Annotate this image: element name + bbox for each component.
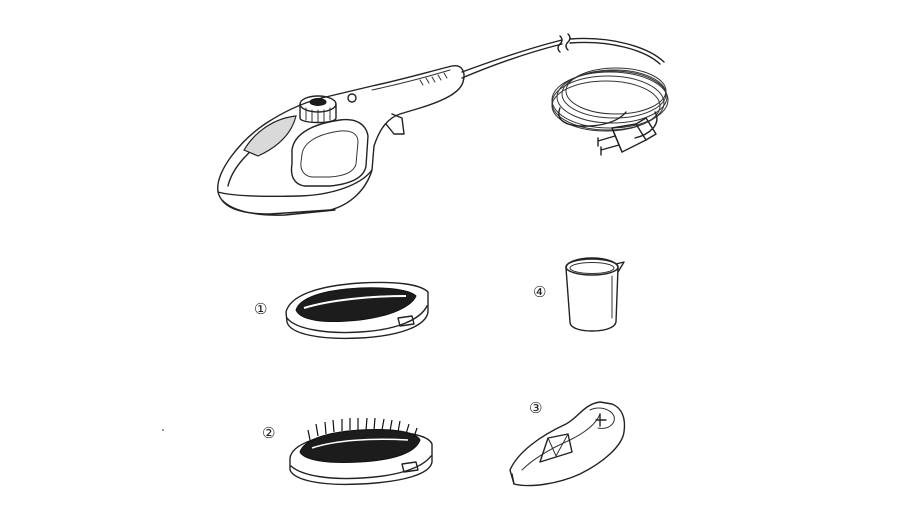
fabric-brush-attachment xyxy=(285,281,429,340)
measuring-cup xyxy=(565,257,625,332)
power-plug xyxy=(597,117,657,156)
steamer-body xyxy=(217,65,465,216)
pleat-attachment xyxy=(509,401,626,487)
label-part-2: ② xyxy=(262,424,276,442)
coiled-cord xyxy=(551,67,669,139)
bristle-brush-attachment xyxy=(289,417,433,486)
label-part-3: ③ xyxy=(529,399,543,417)
power-cord xyxy=(461,33,665,79)
stray-dot xyxy=(162,429,164,431)
label-part-4: ④ xyxy=(533,283,547,301)
label-part-1: ① xyxy=(254,300,268,318)
